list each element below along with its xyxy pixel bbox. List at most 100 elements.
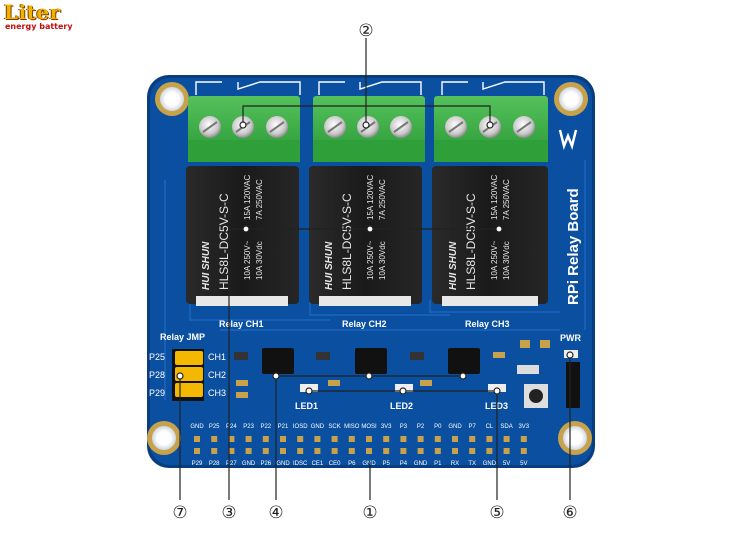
- gpio-pin: [211, 448, 218, 454]
- gpio-pin: [245, 436, 252, 442]
- gpio-label-bottom: CE0: [329, 461, 341, 467]
- gpio-pin: [331, 436, 338, 442]
- gpio-pin: [400, 436, 407, 442]
- gpio-label-top: P24: [226, 424, 237, 430]
- gpio-label-bottom: RX: [451, 461, 459, 467]
- relay-model-ch2: HLS8L-DC5V-S-C: [340, 193, 354, 290]
- callout-7: ⑦: [172, 503, 187, 523]
- gpio-label-bottom: P6: [348, 461, 356, 467]
- gpio-label-bottom: TX: [468, 461, 476, 467]
- gpio-pin: [280, 448, 286, 454]
- relay-brand-ch2: HUI SHUN: [324, 241, 335, 290]
- gpio-pin: [383, 448, 390, 454]
- label-led2: LED2: [390, 401, 413, 411]
- gpio-label-top: IOSD: [293, 424, 308, 430]
- gpio-pin: [228, 448, 235, 454]
- relay-ch3: [432, 166, 548, 306]
- gpio-pin: [297, 436, 304, 442]
- gpio-pin: [245, 448, 252, 454]
- gpio-pin: [314, 448, 321, 454]
- gpio-pin: [520, 436, 527, 442]
- gpio-label-bottom: GND: [414, 461, 428, 467]
- callout-2: ②: [358, 21, 373, 41]
- gpio-pin: [331, 448, 338, 454]
- gpio-header: [190, 430, 540, 460]
- gpio-label-bottom: GND: [276, 461, 290, 467]
- gpio-label-bottom: 5V: [503, 461, 510, 467]
- gpio-pin: [228, 436, 235, 442]
- relay-rating-b-ch3: 10A 30Vdc: [502, 241, 511, 280]
- gpio-label-top: GND: [448, 424, 462, 430]
- gpio-pin: [280, 436, 286, 442]
- gpio-label-top: 3V3: [518, 424, 529, 430]
- callout-5: ⑤: [489, 503, 504, 523]
- gpio-label-bottom: IDSC: [293, 461, 308, 467]
- callout-6: ⑥: [562, 503, 577, 523]
- gpio-label-top: GND: [190, 424, 204, 430]
- gpio-pin: [366, 448, 372, 454]
- relay-rating-c-ch3: 15A 120VAC: [490, 175, 499, 220]
- relay-rating-c-ch1: 15A 120VAC: [243, 175, 252, 220]
- callout-3: ③: [221, 503, 236, 523]
- relay-rating-d-ch1: 7A 250VAC: [255, 179, 264, 220]
- gpio-pin: [452, 448, 458, 454]
- gpio-label-bottom: 5V: [520, 461, 527, 467]
- gpio-label-top: GND: [311, 424, 325, 430]
- gpio-label-top: P2: [417, 424, 425, 430]
- label-relay-ch2: Relay CH2: [342, 319, 387, 329]
- relay-rating-d-ch3: 7A 250VAC: [502, 179, 511, 220]
- relay-ch2: [309, 166, 422, 306]
- gpio-label-bottom: P28: [209, 461, 220, 467]
- mounting-holes: [147, 82, 592, 455]
- terminal-silkscreen: [195, 81, 545, 95]
- label-pwr: PWR: [560, 333, 581, 343]
- gpio-pin: [469, 448, 476, 454]
- gpio-label-top: P3: [400, 424, 408, 430]
- gpio-label-bottom: P27: [226, 461, 237, 467]
- gpio-pin: [486, 436, 493, 442]
- label-relay-ch1: Relay CH1: [219, 319, 264, 329]
- gpio-label-bottom: GND: [483, 461, 497, 467]
- gpio-label-bottom: P26: [260, 461, 271, 467]
- gpio-label-top: P25: [209, 424, 220, 430]
- watermark-logo: Liter energy battery: [4, 0, 84, 36]
- gpio-label-top: P0: [434, 424, 442, 430]
- gpio-pin: [262, 436, 269, 442]
- gpio-pin: [194, 448, 200, 454]
- gpio-pin: [383, 436, 390, 442]
- gpio-label-top: MOSI: [361, 424, 377, 430]
- gpio-label-top: CL: [486, 424, 494, 430]
- relay-rating-b-ch2: 10A 30Vdc: [378, 241, 387, 280]
- gpio-label-bottom: CE1: [312, 461, 324, 467]
- gpio-pin: [194, 436, 200, 442]
- relay-brand-ch3: HUI SHUN: [448, 241, 459, 290]
- gpio-pin: [348, 436, 355, 442]
- gpio-label-top: SCK: [328, 424, 340, 430]
- jumper-title: Relay JMP: [160, 332, 205, 342]
- gpio-label-bottom: P29: [192, 461, 203, 467]
- jumper-ch-3: CH3: [208, 388, 226, 398]
- gpio-pin: [297, 448, 304, 454]
- relay-rating-a-ch3: 10A 250V~: [490, 240, 499, 280]
- relay-model-ch3: HLS8L-DC5V-S-C: [464, 193, 478, 290]
- gpio-label-bottom: P1: [434, 461, 442, 467]
- relay-rating-c-ch2: 15A 120VAC: [366, 175, 375, 220]
- gpio-pin: [417, 436, 424, 442]
- gpio-pin: [486, 448, 493, 454]
- gpio-pin: [348, 448, 355, 454]
- gpio-pin: [434, 448, 441, 454]
- pcb-traces: [164, 160, 586, 400]
- gpio-pin: [314, 436, 321, 442]
- gpio-pin: [469, 436, 476, 442]
- gpio-label-top: P22: [260, 424, 271, 430]
- gpio-pin: [366, 436, 372, 442]
- relay-model-ch1: HLS8L-DC5V-S-C: [217, 193, 231, 290]
- gpio-label-bottom: GND: [242, 461, 256, 467]
- callout-lines: [176, 38, 574, 500]
- gpio-label-top: P23: [243, 424, 254, 430]
- gpio-header-pins: [194, 436, 527, 454]
- callout-1: ①: [362, 503, 377, 523]
- board-title: RPi Relay Board: [565, 188, 582, 305]
- relay-rating-a-ch2: 10A 250V~: [366, 240, 375, 280]
